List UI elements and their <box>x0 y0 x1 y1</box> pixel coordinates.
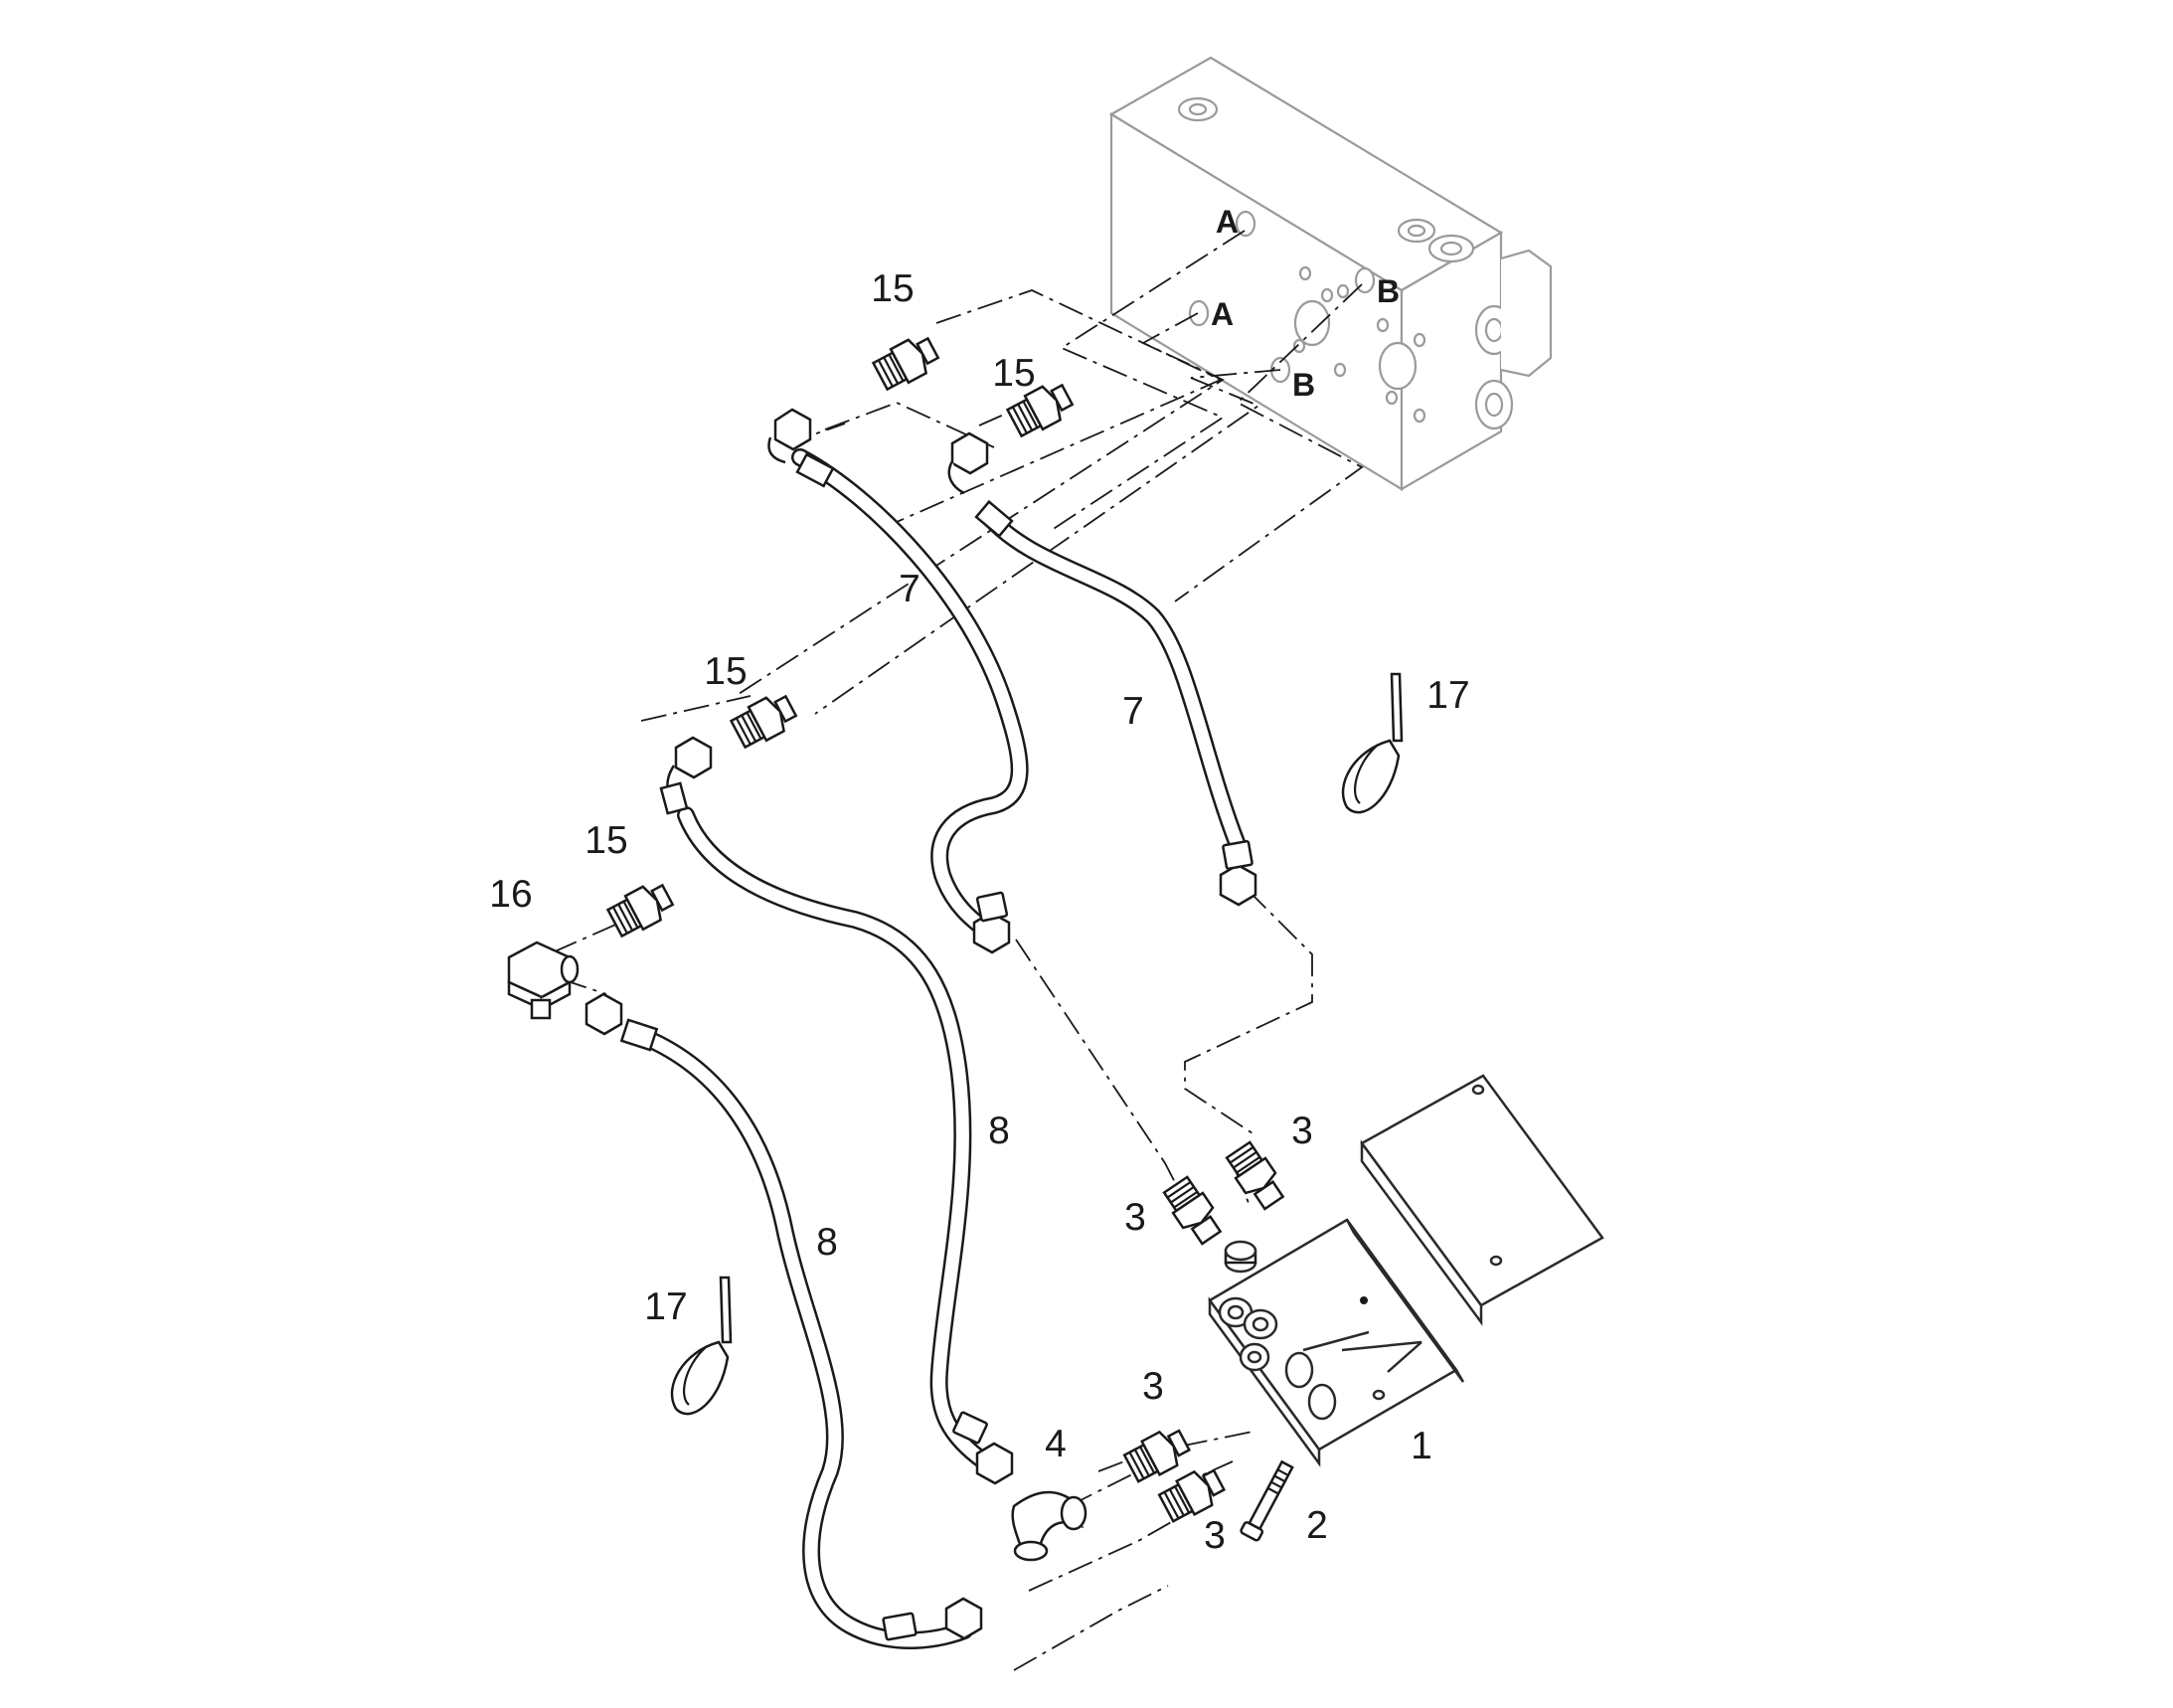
callout-3-bottom: 3 <box>1204 1514 1226 1557</box>
callout-3-top: 3 <box>1291 1110 1313 1152</box>
elbow-fitting-part-4 <box>1011 1490 1087 1562</box>
port-labels: A B A B <box>1211 204 1400 403</box>
cable-tie-left <box>670 1276 733 1416</box>
callout-2: 2 <box>1306 1504 1328 1547</box>
adapter-fittings <box>605 336 1285 1523</box>
callout-1: 1 <box>1411 1425 1432 1467</box>
port-label-b-upper: B <box>1377 273 1400 309</box>
callout-15-mid: 15 <box>704 650 747 693</box>
port-label-a-upper: A <box>1216 204 1239 240</box>
callout-16: 16 <box>489 873 532 916</box>
lower-valve-block <box>1208 1074 1604 1467</box>
callout-8-center: 8 <box>988 1110 1010 1152</box>
callout-15-left: 15 <box>585 819 627 862</box>
callout-7-right: 7 <box>1122 690 1144 733</box>
callout-labels: 15 15 15 15 16 7 7 17 17 8 8 3 3 3 3 4 1… <box>489 267 1469 1557</box>
callout-15-second: 15 <box>992 352 1035 395</box>
callout-3-mid: 3 <box>1124 1196 1146 1239</box>
cable-tie-right <box>1341 672 1404 814</box>
callout-17-right: 17 <box>1426 674 1469 717</box>
hose-part-8-center <box>677 806 993 1470</box>
elbow-fitting-part-16 <box>507 940 580 1020</box>
callout-7-left: 7 <box>899 568 920 610</box>
callout-4: 4 <box>1045 1423 1067 1465</box>
port-label-a-lower: A <box>1211 296 1234 332</box>
callout-17-left: 17 <box>644 1285 687 1328</box>
callout-8-left: 8 <box>816 1221 838 1264</box>
control-valve-block <box>1108 56 1553 491</box>
hose-end-fittings <box>585 408 1257 1641</box>
bolt-part-2 <box>1240 1459 1294 1542</box>
callout-15-top: 15 <box>871 267 914 310</box>
hose-part-7-left <box>791 448 1029 945</box>
hose-part-8-left <box>627 1025 973 1649</box>
callout-3-lower: 3 <box>1142 1365 1164 1408</box>
port-label-b-lower: B <box>1292 367 1315 403</box>
hose-part-7-right <box>980 508 1247 854</box>
